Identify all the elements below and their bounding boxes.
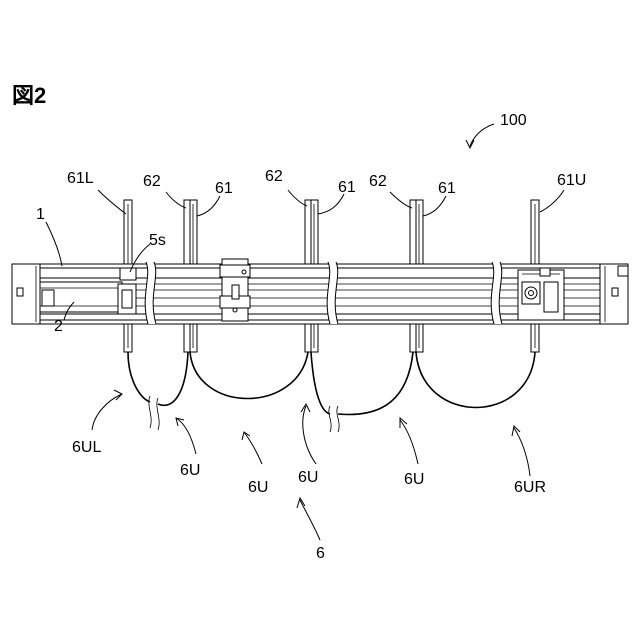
center-clamp [220,259,250,321]
label-61-2: 61 [338,179,356,196]
label-61-3: 61 [438,180,456,197]
label-assembly: 100 [500,112,527,129]
label-61L: 61L [67,170,94,187]
label-61U: 61U [557,172,586,189]
stopper-5s [118,268,136,314]
label-6U-4: 6U [404,471,424,488]
label-6U-1: 6U [180,462,200,479]
label-6UL: 6UL [72,439,101,456]
label-curtain: 6 [316,545,325,562]
label-runner: 2 [54,318,63,335]
runner-2 [40,282,122,312]
curtain-loops [128,352,535,432]
label-6U-3: 6U [298,469,318,486]
label-61-1: 61 [215,180,233,197]
label-62-2: 62 [265,168,283,185]
label-62-3: 62 [369,173,387,190]
right-carriage [518,268,564,320]
label-6U-2: 6U [248,479,268,496]
label-rail: 1 [36,206,45,223]
label-62-1: 62 [143,173,161,190]
label-6UR: 6UR [514,479,546,496]
label-stopper: 5s [149,232,166,249]
